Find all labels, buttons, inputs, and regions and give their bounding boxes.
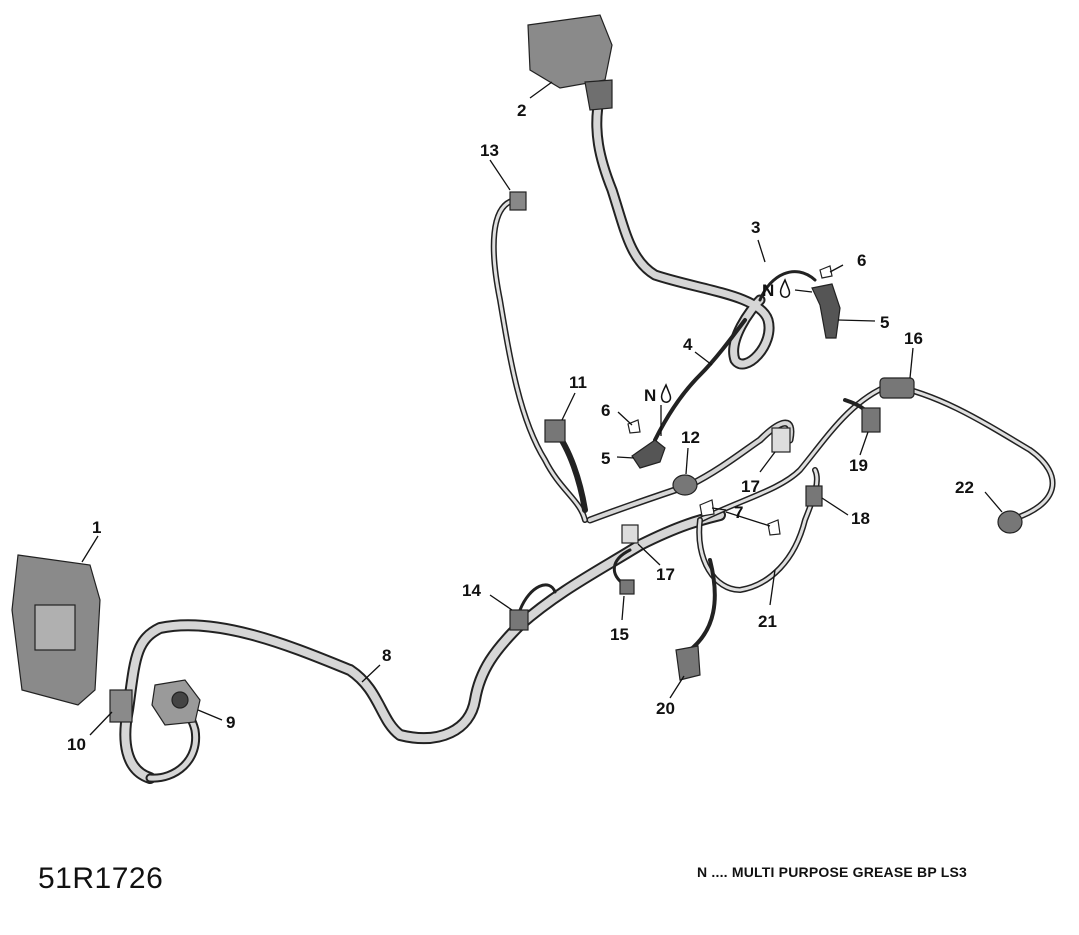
- callout-5-upper: 5: [880, 313, 889, 332]
- part-6-upper-cap: [819, 265, 833, 279]
- part-15-sensor: [619, 579, 635, 595]
- callout-3: 3: [751, 218, 760, 237]
- parts: [11, 14, 1023, 726]
- callout-labels: 1 2 3 4 5 5 6 6 7 8 9 10 11 12 13 14 15 …: [67, 101, 974, 754]
- part-17-upper-clip: [771, 427, 791, 453]
- callout-8: 8: [382, 646, 391, 665]
- wire-13-inner: [492, 198, 587, 522]
- part-9-connector: [151, 679, 201, 726]
- part-14-connector: [509, 609, 529, 631]
- callout-17-lower: 17: [656, 565, 675, 584]
- callout-16: 16: [904, 329, 923, 348]
- callout-1: 1: [92, 518, 101, 537]
- wire-13-outer: [490, 197, 588, 523]
- wire-3: [758, 270, 817, 302]
- harness-lines: [119, 89, 1056, 784]
- harness-2-inner: [593, 91, 773, 368]
- grease-symbol-upper-letter: N: [762, 281, 774, 300]
- part-17-lower-clip: [621, 524, 639, 544]
- part-20-boot: [675, 645, 701, 681]
- callout-12: 12: [681, 428, 700, 447]
- callout-5-lower: 5: [601, 449, 610, 468]
- grease-symbol-lower-letter: N: [644, 386, 656, 405]
- callout-18: 18: [851, 509, 870, 528]
- callout-6-upper: 6: [857, 251, 866, 270]
- callout-19: 19: [849, 456, 868, 475]
- grease-droplet-upper-icon: [779, 278, 791, 298]
- part-18-connector: [805, 485, 823, 507]
- part-13-connector: [509, 191, 527, 211]
- part-5-upper-boot: [811, 283, 841, 339]
- callout-2: 2: [517, 101, 526, 120]
- grease-leader-upper: [794, 289, 813, 293]
- branch-20: [688, 558, 717, 652]
- part-11-connector: [544, 419, 566, 443]
- grease-droplet-lower-icon: [660, 383, 672, 403]
- grease-symbols: N N: [644, 278, 813, 436]
- part-10-connector: [109, 689, 133, 723]
- leader-lines: [81, 81, 1003, 736]
- callout-9: 9: [226, 713, 235, 732]
- part-6-lower-cap: [627, 419, 641, 434]
- callout-13: 13: [480, 141, 499, 160]
- callout-14: 14: [462, 581, 481, 600]
- part-12-connector: [672, 474, 698, 496]
- callout-22: 22: [955, 478, 974, 497]
- branch-12-inner: [588, 421, 793, 522]
- callout-7: 7: [734, 503, 743, 522]
- drawing-id: 51R1726: [38, 862, 164, 895]
- part-5-lower-boot: [631, 439, 666, 469]
- wire-4: [653, 318, 747, 442]
- callout-17-upper: 17: [741, 477, 760, 496]
- part-7-fastener-a: [699, 499, 715, 517]
- grease-legend: N .... MULTI PURPOSE GREASE BP LS3: [697, 864, 967, 880]
- callout-4: 4: [683, 335, 693, 354]
- part-19-connector: [861, 407, 881, 433]
- callout-11: 11: [569, 373, 587, 392]
- part-2-connector-block: [527, 14, 613, 111]
- callout-21: 21: [758, 612, 777, 631]
- part-16-connector: [879, 377, 915, 399]
- branch-14: [518, 583, 557, 612]
- part-22-connector: [997, 510, 1023, 534]
- branch-16-outer: [697, 382, 1056, 523]
- callout-10: 10: [67, 735, 86, 754]
- callout-6-lower: 6: [601, 401, 610, 420]
- main-harness-inner: [121, 511, 724, 782]
- part-7-fastener-b: [767, 519, 781, 536]
- part-1-control-module: [11, 554, 101, 706]
- callout-15: 15: [610, 625, 629, 644]
- callout-20: 20: [656, 699, 675, 718]
